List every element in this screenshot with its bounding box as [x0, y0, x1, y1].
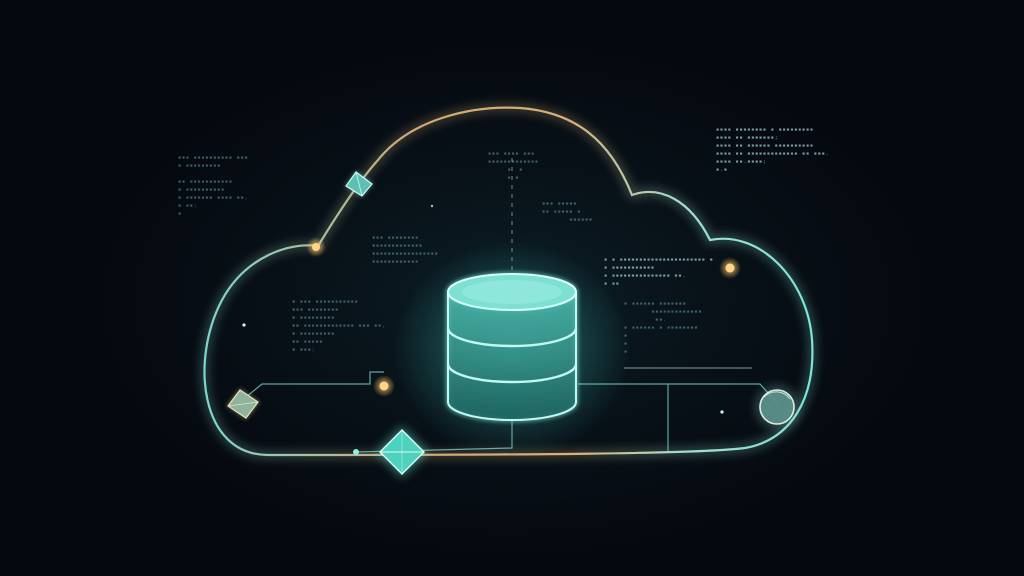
diamond-node-icon — [344, 170, 374, 198]
sparkle-dot-right — [720, 410, 724, 414]
sparkle-dot-left — [242, 323, 246, 327]
teal-dot-bottom-left — [353, 449, 359, 455]
code-fragment-center-right: ▪▪▪ ▪▪▪▪▪▪▪ ▪▪▪▪▪ ▪ ▪▪▪▪▪▪ — [542, 201, 593, 223]
circle-node-icon — [755, 385, 799, 429]
code-fragment-left-top: ▪▪▪ ▪▪▪▪▪▪▪▪▪▪ ▪▪▪▪ ▪▪▪▪▪▪▪▪▪ ▪▪ ▪▪▪▪▪▪▪… — [178, 155, 249, 217]
code-fragment-center-top: ▪▪▪ ▪▪▪▪ ▪▪▪▪▪▪▪▪▪▪▪▪▪▪▪▪ ▪ ▪ ▪ ▪ — [488, 151, 539, 181]
code-fragment-right-top: ▪▪▪▪ ▪▪▪▪▪▪▪▪ ▪ ▪▪▪▪▪▪▪▪▪▪▪▪▪ ▪▪ ▪▪▪▪▪▪▪… — [716, 127, 830, 173]
orange-node-center — [373, 375, 395, 397]
database-icon — [446, 272, 578, 422]
code-fragment-center-left: ▪▪▪ ▪▪▪▪▪▪▪▪▪▪▪▪▪▪▪▪▪▪▪▪▪▪▪▪▪▪▪▪▪▪▪▪▪▪▪▪… — [372, 235, 439, 265]
diamond-node-icon — [226, 388, 260, 420]
orange-node-left — [306, 237, 326, 257]
orange-node-right — [719, 257, 741, 279]
code-fragment-left-mid: ▪ ▪▪▪ ▪▪▪▪▪▪▪▪▪▪▪▪▪▪ ▪▪▪▪▪▪▪▪▪ ▪▪▪▪▪▪▪▪▪… — [292, 299, 386, 353]
sparkle-dot-top — [430, 204, 434, 208]
diamond-node-icon — [376, 426, 428, 478]
cloud-outline-icon — [201, 104, 816, 459]
